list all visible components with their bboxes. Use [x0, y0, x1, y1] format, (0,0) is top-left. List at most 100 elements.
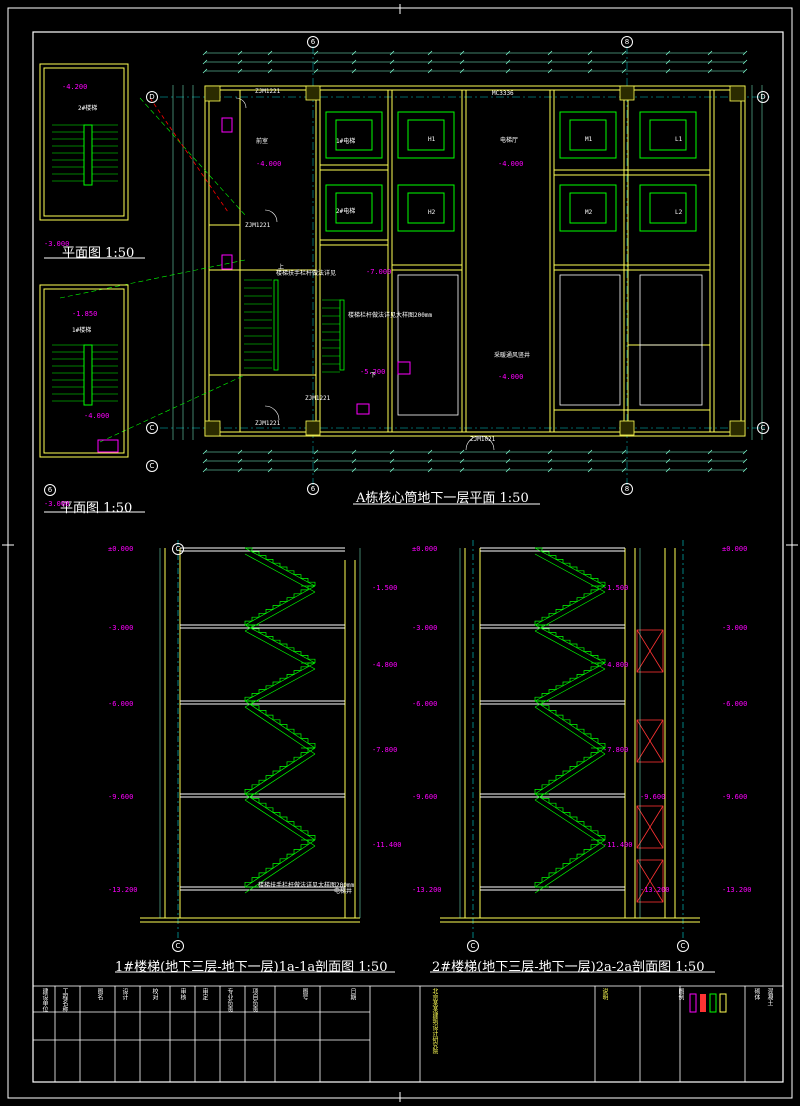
dim-tick — [313, 59, 319, 65]
elevator-car — [397, 111, 455, 159]
grid-bubble-c-left: C — [146, 422, 158, 434]
dim-tick — [427, 68, 433, 74]
dim-tick — [459, 467, 465, 473]
elevation-label: -6.000 — [108, 700, 134, 708]
dim-tick — [389, 449, 395, 455]
stair-flight — [244, 591, 316, 632]
elevator-car — [397, 184, 455, 232]
elevator-inner — [569, 119, 607, 151]
shaft-label: 采暖通风竖井 — [494, 352, 531, 359]
lift-label: 2#电梯 — [336, 208, 356, 215]
lift-label: L2 — [675, 209, 683, 216]
stair-steps — [535, 793, 606, 840]
dim-tick — [505, 458, 511, 464]
elevation-label: -13.200 — [722, 886, 752, 894]
elevation-label: -9.600 — [640, 793, 666, 801]
door-mark — [636, 719, 664, 763]
title-block — [32, 985, 784, 1083]
dim-tick — [459, 59, 465, 65]
elevation-label: -11.400 — [372, 841, 402, 849]
stair-steps — [244, 662, 315, 701]
dim-tick — [621, 68, 627, 74]
elevator-inner — [335, 192, 373, 224]
elevation-label: -3.000 — [44, 240, 70, 248]
elevation-label: -3.000 — [108, 624, 134, 632]
dim-tick — [351, 458, 357, 464]
elevator-inner — [335, 119, 373, 151]
stair-flight — [534, 845, 606, 894]
grid-bubble-s1-top: C — [172, 543, 184, 555]
stair-steps — [244, 839, 315, 887]
dim-tick — [237, 467, 243, 473]
elevation-label: -7.800 — [603, 746, 629, 754]
dim-tick — [267, 68, 273, 74]
dim-tick — [742, 68, 748, 74]
dim-tick — [237, 59, 243, 65]
elevation-label: -1.500 — [372, 584, 398, 592]
elevator-inner — [569, 192, 607, 224]
elevation-label: -3.000 — [722, 624, 748, 632]
dim-tick — [389, 467, 395, 473]
elevation-label: -7.800 — [372, 746, 398, 754]
grid-bubble-s2-bottom: C — [467, 940, 479, 952]
dim-tick — [707, 458, 713, 464]
stair-steps — [245, 624, 316, 663]
title-block-field: 建设单位 — [41, 988, 48, 1012]
dim-tick — [665, 458, 671, 464]
dim-tick — [351, 59, 357, 65]
dim-tick — [505, 68, 511, 74]
dim-tick — [665, 68, 671, 74]
note-label: 楼梯扶手栏杆做法详见 — [276, 270, 337, 277]
stair-steps — [535, 547, 606, 586]
dim-tick — [427, 467, 433, 473]
dim-tick — [742, 458, 748, 464]
elevation-label: -6.000 — [722, 700, 748, 708]
dim-tick — [621, 449, 627, 455]
elevation-label: -4.200 — [62, 83, 88, 91]
elevation-label: -3.000 — [412, 624, 438, 632]
title-block-field: 图名 — [96, 988, 103, 1000]
title-block-notes: 说明 — [601, 988, 608, 1000]
grid-bubble-6-bottom: 6 — [307, 483, 319, 495]
elevation-label: -4.000 — [498, 160, 524, 168]
section-2 — [430, 540, 715, 973]
dim-tick — [267, 458, 273, 464]
grid-bubble-8-bottom: 8 — [621, 483, 633, 495]
dim-tick — [707, 68, 713, 74]
small-plan-bottom-title: 平面图 1:50 — [60, 501, 133, 516]
dim-tick — [742, 59, 748, 65]
dim-tick — [351, 50, 357, 56]
dim-tick — [587, 50, 593, 56]
elevation-label: -11.400 — [603, 841, 633, 849]
elevation-label: -3.000 — [44, 500, 70, 508]
core-plan — [59, 46, 770, 485]
dim-tick — [202, 449, 208, 455]
up-label: 上 — [278, 264, 285, 271]
grid-bubble-d-right: D — [757, 91, 769, 103]
dim-tick — [237, 458, 243, 464]
dim-tick — [665, 50, 671, 56]
dim-tick — [742, 50, 748, 56]
dim-tick — [237, 50, 243, 56]
dim-tick — [237, 449, 243, 455]
elevator-door — [636, 629, 664, 673]
section-2-title: 2#楼梯(地下三层-地下一层)2a-2a剖面图 1:50 — [432, 960, 705, 975]
door-label: ZJM1221 — [245, 222, 271, 229]
legend-swatches — [689, 993, 727, 1013]
lift-label: H1 — [428, 136, 436, 143]
lift-label: 1#电梯 — [336, 138, 356, 145]
elevator-car — [559, 184, 617, 232]
title-block-field: 日期 — [349, 988, 356, 1000]
dim-tick — [621, 458, 627, 464]
elevation-label: -1.850 — [72, 310, 98, 318]
elevator-car — [639, 184, 697, 232]
elevation-label: -9.600 — [722, 793, 748, 801]
stair-flight — [244, 845, 316, 894]
elevation-label: ±0.000 — [722, 545, 748, 553]
dim-tick — [742, 467, 748, 473]
dim-tick — [351, 467, 357, 473]
grid-bubble-6-small: 6 — [44, 484, 56, 496]
elevator-door — [636, 805, 664, 849]
dim-tick — [459, 458, 465, 464]
dim-tick — [427, 458, 433, 464]
